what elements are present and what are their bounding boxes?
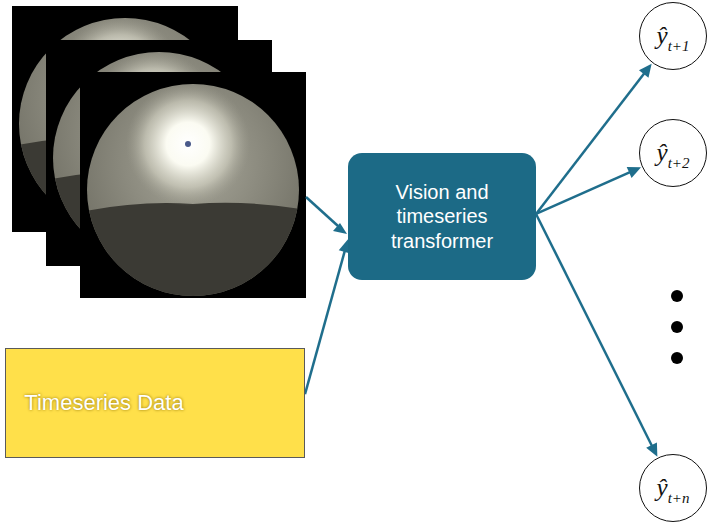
node-label: ŷt+2 [657,139,690,167]
node-label: Timeseries Data [24,390,184,416]
input-box: Timeseries Data [5,348,305,458]
sky-image [80,72,306,298]
output-symbol: ŷ [657,474,668,501]
arrow-head [646,442,657,456]
output-symbol: ŷ [657,22,668,49]
arrow-head [333,223,347,234]
output-circle: ŷt+1 [639,2,707,70]
arrow-connector [536,64,652,214]
node-label: ŷt+n [657,474,690,502]
image-arrow [306,197,338,226]
arrow-connector [536,167,641,214]
ellipsis-dot [671,352,683,364]
arrow-connector [305,239,350,394]
ellipsis-dot [671,321,683,333]
output-symbol: ŷ [657,139,668,166]
node-label: Vision and timeseries transformer [356,180,528,253]
connector-line [536,73,644,214]
output-subscript: t+n [668,490,690,506]
ellipsis-dot [671,290,683,302]
box-text: Timeseries Data [24,390,183,415]
arrow-connector [536,214,657,457]
output-subscript: t+1 [668,38,690,54]
connector-line [536,214,652,446]
connector-line [536,172,630,214]
arrow-head [627,167,641,178]
output-subscript: t+2 [668,155,690,171]
box-text: Vision and timeseries transformer [391,181,493,252]
connector-line [305,251,345,394]
output-circle: ŷt+2 [639,119,707,187]
process-box: Vision and timeseries transformer [348,153,536,280]
arrow-head [639,64,652,78]
node-label: ŷt+1 [657,22,690,50]
output-circle: ŷt+n [639,454,707,522]
